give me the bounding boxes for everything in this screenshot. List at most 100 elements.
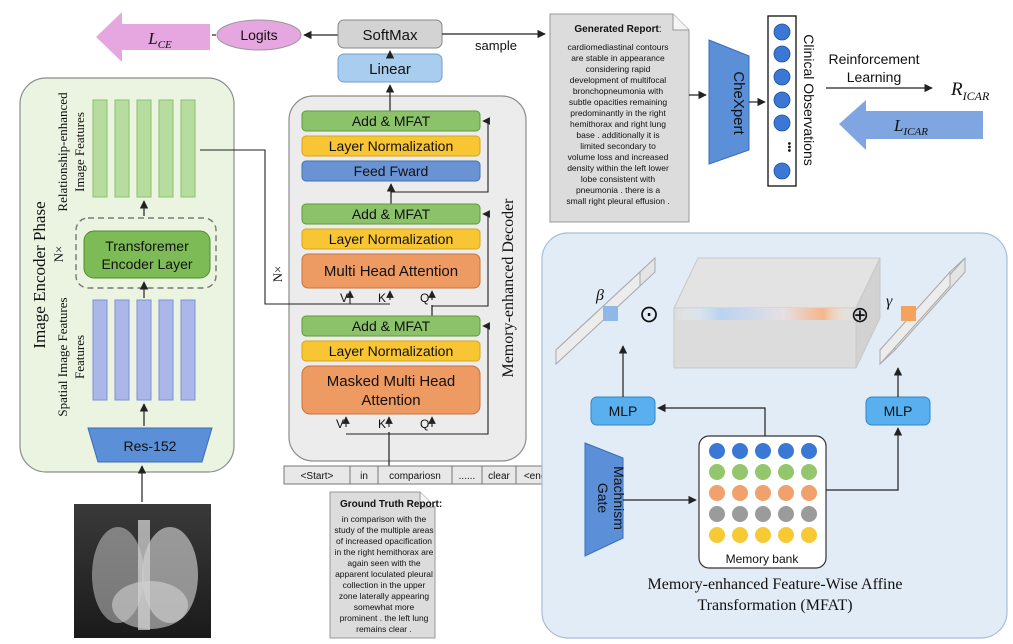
- relation-label-line1: Relationship-enhanced: [55, 92, 70, 212]
- ce-loss-label: LCE: [147, 29, 172, 51]
- layer-norm-label-1: Layer Normalization: [329, 343, 454, 359]
- generated-line-4: bronchopneumonia with: [573, 86, 664, 96]
- observation-dots: [773, 23, 791, 180]
- multi-head-attention-label: Multi Head Attention: [324, 263, 458, 280]
- ground-truth-title: Ground Truth Report:: [340, 499, 442, 510]
- arrow-memory-to-mlp-left: [657, 403, 766, 436]
- transformer-encoder-layer: [83, 230, 211, 279]
- token-3: ......: [459, 471, 476, 482]
- icar-loss-label: LICAR: [893, 116, 928, 138]
- generated-report-card: [549, 13, 690, 223]
- ground-truth-line-6: collection in the upper: [343, 580, 426, 590]
- multi-head-attention-box: [301, 253, 481, 289]
- token-1: in: [360, 471, 368, 482]
- generated-line-6: predominantly in the right: [570, 108, 666, 118]
- memory-cell: [709, 443, 725, 459]
- res152-backbone: [87, 427, 213, 463]
- mfat-caption-line2: Transformation (MFAT): [697, 597, 852, 614]
- reward-label: RICAR: [950, 79, 990, 103]
- token-5: <end>: [524, 471, 553, 482]
- mlp-right-label: MLP: [884, 403, 913, 419]
- icar-loss-arrow: [839, 100, 983, 150]
- logits-node: [216, 19, 302, 51]
- ground-truth-card-fold: [419, 492, 435, 508]
- memory-cell: [778, 443, 794, 459]
- ground-truth-line-5: apparent loculated pleural: [335, 569, 433, 579]
- token-4: clear: [488, 471, 510, 482]
- relation-label-line2: Image Features: [72, 112, 87, 192]
- add-mfat-box-top: [301, 110, 481, 132]
- token-0: <Start>: [301, 471, 334, 482]
- softmax-label: SoftMax: [362, 27, 418, 44]
- encoder-nx-label: N×: [51, 246, 66, 263]
- memory-cell: [755, 485, 771, 501]
- ground-truth-line-8: somewhat more: [354, 602, 415, 612]
- token-2: compariosn: [389, 471, 441, 482]
- memory-cell: [732, 506, 748, 522]
- generated-line-13: pneumonia . there is a: [576, 185, 660, 195]
- memory-cell: [732, 443, 748, 459]
- rl-label-line2: Learning: [847, 69, 902, 85]
- memory-cell: [755, 443, 771, 459]
- masked-attention-line1: Masked Multi Head: [327, 373, 455, 390]
- generated-line-7: hemithorax and right lung: [570, 119, 666, 129]
- memory-cell: [801, 527, 817, 543]
- generated-line-2: considering rapid: [586, 64, 651, 74]
- generated-line-11: density within the left lower: [567, 163, 669, 173]
- feed-forward-box: [301, 160, 481, 182]
- res152-label: Res-152: [124, 438, 177, 454]
- generated-line-1: are stable in appearance: [571, 53, 665, 63]
- mlp-left-label: MLP: [609, 403, 638, 419]
- ground-truth-line-4: again seen with the: [347, 558, 421, 568]
- k-label-2: K: [378, 291, 386, 305]
- add-mfat-box-middle: [301, 203, 481, 225]
- memory-cell: [709, 527, 725, 543]
- generated-line-5: subtle opacities remaining: [569, 97, 668, 107]
- ground-truth-line-3: in the right hemithorax are: [335, 547, 434, 557]
- generated-line-10: volume loss and increased: [568, 152, 669, 162]
- xray-lungs: [92, 520, 198, 630]
- logits-label: Logits: [240, 27, 277, 43]
- decoder-nx-label: N×: [270, 266, 285, 283]
- beta-vector: [555, 256, 656, 366]
- memory-cell: [732, 527, 748, 543]
- mfat-caption-line1: Memory-enhanced Feature-Wise Affine: [648, 576, 903, 593]
- layer-norm-box-3: [301, 135, 481, 157]
- q-label-1: Q: [420, 417, 429, 431]
- generated-line-0: cardiomediastinal contours: [567, 42, 668, 52]
- memory-bank-box: [698, 435, 827, 569]
- layer-norm-box-2: [301, 228, 481, 250]
- generated-report-card-fold: [672, 14, 689, 31]
- beta-symbol: β: [595, 287, 604, 304]
- ground-truth-line-9: prominent . the left lung: [340, 613, 429, 623]
- ground-truth-line-1: study of the multiple areas: [334, 525, 433, 535]
- chexpert-box: [708, 39, 750, 165]
- encoder-layer-line2: Encoder Layer: [101, 256, 192, 272]
- oplus-symbol: ⊕: [851, 302, 869, 327]
- sample-label: sample: [475, 38, 517, 53]
- ground-truth-line-10: remains clear .: [356, 624, 412, 634]
- memory-cell: [709, 506, 725, 522]
- memory-cell: [709, 485, 725, 501]
- linear-label: Linear: [369, 61, 411, 78]
- gamma-vector: [879, 256, 966, 366]
- clinical-observations-label: Clinical Observations: [801, 34, 817, 166]
- generated-report-title: Generated Report:: [574, 24, 661, 35]
- encoder-output-connection: [200, 149, 390, 305]
- spatial-feature-bars: [92, 299, 196, 401]
- memory-cell: [801, 464, 817, 480]
- memory-bank-cells: [709, 443, 817, 543]
- feature-slab: [673, 257, 881, 369]
- encoder-layer-line1: Transforemer: [105, 238, 189, 254]
- add-mfat-label-bottom: Add & MFAT: [352, 318, 431, 334]
- arrow-memory-to-mlp-right: [826, 427, 903, 491]
- v-label-2: V: [340, 291, 348, 305]
- generated-line-3: development of multifocal: [570, 75, 666, 85]
- memory-cell: [755, 527, 771, 543]
- add-mfat-label-middle: Add & MFAT: [352, 206, 431, 222]
- generated-report-text: cardiomediastinal contours are stable in…: [566, 42, 669, 206]
- chexpert-label: CheXpert: [730, 71, 747, 135]
- v-label-1: V: [336, 417, 344, 431]
- spatial-label-line2: Features: [72, 335, 87, 379]
